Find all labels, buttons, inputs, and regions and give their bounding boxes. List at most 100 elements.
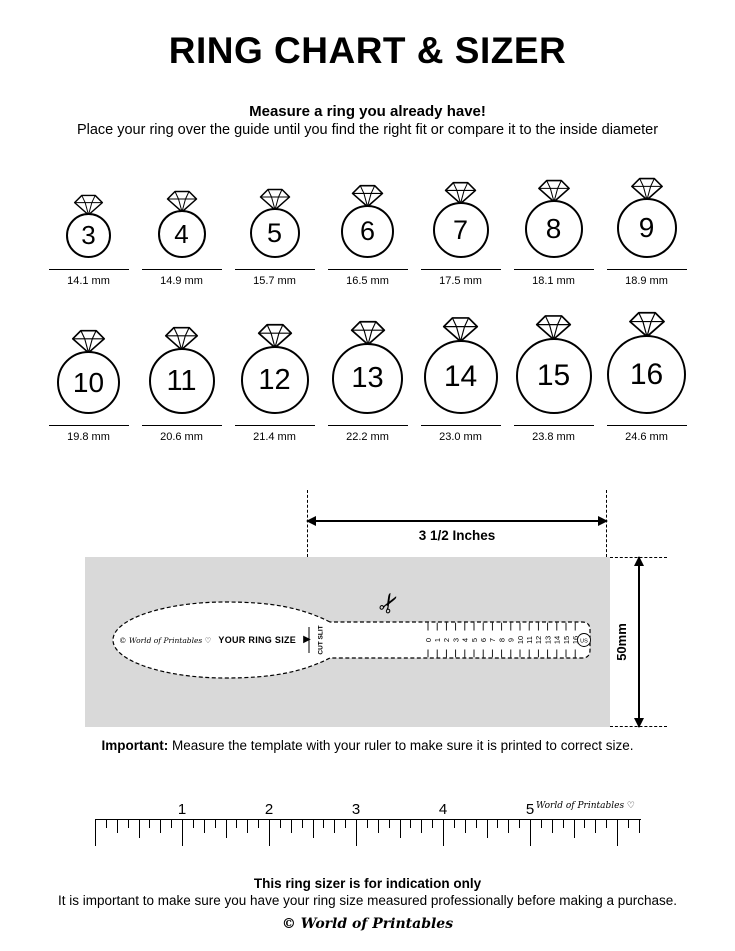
ring-underline <box>234 425 315 426</box>
ruler-tick <box>138 820 140 838</box>
important-note: Important: Measure the template with you… <box>0 738 735 753</box>
ruler-edge-line <box>95 819 641 820</box>
ring-circle: 5 <box>249 208 300 258</box>
strap-scale-number: 0 <box>424 638 433 642</box>
ruler-tick <box>182 820 183 846</box>
strap-scale-number: 11 <box>525 636 534 644</box>
ruler-tick <box>334 820 336 833</box>
ruler-tick <box>508 820 510 833</box>
ring-diameter-label: 23.0 mm <box>439 431 482 443</box>
ruler-tick <box>562 820 564 828</box>
ruler-tick <box>453 820 455 828</box>
arrowhead-up-icon <box>634 556 644 566</box>
ruler-tick <box>366 820 368 828</box>
ring-underline <box>606 269 687 270</box>
ring-circle: 6 <box>341 205 394 258</box>
ruler-tick <box>627 820 629 828</box>
ring-diameter-label: 24.6 mm <box>625 431 668 443</box>
ruler-tick <box>432 820 434 828</box>
strap-scale-number: 1 <box>433 638 442 642</box>
diamond-icon <box>535 315 572 341</box>
ruler-tick <box>247 820 249 833</box>
width-dimension-arrow <box>306 516 608 526</box>
ruler-tick <box>258 820 260 828</box>
ruler-ticks <box>95 820 641 848</box>
arrowhead-left-icon <box>306 516 316 526</box>
diamond-icon <box>350 320 385 346</box>
ruler-tick <box>279 820 281 828</box>
ring-diameter-label: 21.4 mm <box>253 431 296 443</box>
ruler-tick <box>301 820 303 828</box>
diamond-icon <box>442 317 479 343</box>
ring-circle: 12 <box>240 346 309 414</box>
height-dimension-label: 50mm <box>614 623 629 661</box>
ring-item: 5 15.7 mm <box>228 188 321 288</box>
strap-scale-number: 12 <box>534 636 543 644</box>
ring-underline <box>420 425 501 426</box>
ring-circle: 13 <box>332 343 403 414</box>
ring-diameter-label: 19.8 mm <box>67 431 110 443</box>
ruler-tick <box>236 820 238 828</box>
ring-underline <box>48 269 129 270</box>
ruler-tick <box>410 820 412 828</box>
ring-underline <box>141 425 222 426</box>
ruler-tick <box>214 820 216 828</box>
strap-scale-number: 8 <box>497 638 506 642</box>
instruction-text: Place your ring over the guide until you… <box>76 122 659 138</box>
ruler-number: 2 <box>264 801 274 818</box>
subtitle: Measure a ring you already have! <box>249 103 486 120</box>
ruler-tick <box>606 820 608 828</box>
strap-scale-number: 3 <box>451 638 460 642</box>
strap-scale-number: 7 <box>488 638 497 642</box>
diamond-icon <box>630 177 663 201</box>
arrowhead-down-icon <box>634 718 644 728</box>
ruler-tick <box>225 820 227 838</box>
ruler-tick <box>617 820 618 846</box>
ruler-tick <box>573 820 575 838</box>
diamond-icon <box>628 311 665 338</box>
diamond-icon <box>164 326 199 351</box>
diamond-icon <box>351 184 384 208</box>
width-dimension-label: 3 1/2 Inches <box>418 528 496 543</box>
ruler-number: 3 <box>351 801 361 818</box>
arrowhead-right-icon <box>598 516 608 526</box>
ruler-tick <box>486 820 488 838</box>
ruler-tick <box>595 820 597 833</box>
ruler-number: 5 <box>525 801 535 818</box>
ring-diameter-label: 15.7 mm <box>253 275 296 287</box>
ruler-tick <box>551 820 553 833</box>
diamond-icon <box>73 194 104 216</box>
ruler-tick <box>464 820 466 833</box>
ruler-tick <box>356 820 357 846</box>
ring-underline <box>327 425 408 426</box>
strap-scale-number: 10 <box>516 636 525 644</box>
diamond-icon <box>444 181 477 205</box>
strap-scale-number: 14 <box>553 636 562 644</box>
diamond-icon <box>537 179 570 203</box>
strap-scale-number: 6 <box>479 638 488 642</box>
ring-underline <box>234 269 315 270</box>
ring-circle: 4 <box>157 210 206 258</box>
page-title: RING CHART & SIZER <box>168 30 567 71</box>
ruler-tick <box>192 820 194 828</box>
footer-bold-line: This ring sizer is for indication only <box>253 876 482 891</box>
pointer-icon: ▶ <box>303 634 311 645</box>
ring-circle: 7 <box>432 202 489 258</box>
ring-diameter-label: 22.2 mm <box>346 431 389 443</box>
ring-underline <box>513 425 594 426</box>
ruler-tick <box>497 820 499 828</box>
ruler-tick <box>638 820 640 833</box>
ruler-number: 1 <box>177 801 187 818</box>
ruler-tick <box>290 820 292 833</box>
ruler-tick <box>149 820 151 828</box>
strap-scale-number: 5 <box>470 638 479 642</box>
ruler-tick <box>171 820 173 828</box>
